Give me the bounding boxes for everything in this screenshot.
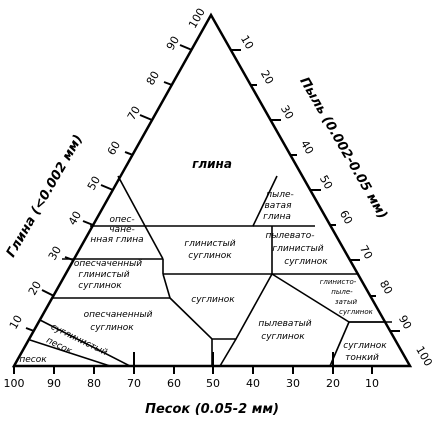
bottom-tick-50: 50 xyxy=(206,377,220,390)
zone-silty-clay-line1: пыле- xyxy=(266,190,294,200)
bottom-tick-70: 70 xyxy=(127,377,141,390)
right-tick-80: 80 xyxy=(377,278,395,297)
bottom-tick-90: 90 xyxy=(47,377,61,390)
right-tick-90: 90 xyxy=(396,313,414,332)
left-tick-80: 80 xyxy=(144,69,162,88)
bottom-tick-80: 80 xyxy=(87,377,101,390)
left-tick-20: 20 xyxy=(26,279,44,298)
right-tick-50: 50 xyxy=(317,173,335,192)
zone-silty-clayey-loam-line3: затый xyxy=(335,298,358,306)
zone-silty-clay-line3: глина xyxy=(263,212,291,222)
zone-silt-loam-line1: пылеватый xyxy=(258,319,311,329)
left-tick-40: 40 xyxy=(66,209,84,228)
right-tick-70: 70 xyxy=(357,243,375,262)
right-tick-100: 100 xyxy=(413,344,435,369)
bottom-axis-ticks xyxy=(13,352,373,374)
zone-sandy-clay-loam-line1: опесчаченный xyxy=(74,259,142,269)
zone-sandy-loam-line2: суглинок xyxy=(90,323,134,333)
left-tick-10: 10 xyxy=(7,313,25,332)
zone-clay-loam-line2: суглинок xyxy=(188,251,232,261)
zone-silt-line1: суглинок xyxy=(343,341,387,351)
bottom-tick-30: 30 xyxy=(286,377,300,390)
left-tick-60: 60 xyxy=(105,139,123,158)
bottom-tick-40: 40 xyxy=(246,377,260,390)
zone-clay-loam-line1: глинистый xyxy=(184,239,235,249)
left-tick-30: 30 xyxy=(46,244,64,263)
left-tick-70: 70 xyxy=(125,104,143,123)
left-axis-title: Глина (<0.002 мм) xyxy=(4,132,86,260)
left-tick-50: 50 xyxy=(85,174,103,193)
bottom-axis-title: Песок (0.05-2 мм) xyxy=(145,402,279,417)
zone-loam: суглинок xyxy=(191,295,235,305)
right-tick-20: 20 xyxy=(258,68,276,87)
zone-silt-line2: тонкий xyxy=(345,353,379,363)
zone-silty-clayey-loam-line1: глинисто- xyxy=(320,278,357,286)
zone-labels: глина опес- чане- нная глина пыле- ватая… xyxy=(19,157,387,365)
right-tick-labels: 10 20 30 40 50 60 70 80 90 100 xyxy=(238,33,435,369)
zone-silty-clayey-loam-line4: суглинок xyxy=(339,308,374,316)
bottom-tick-20: 20 xyxy=(326,377,340,390)
zone-sandy-clay-loam-line3: суглинок xyxy=(78,281,122,291)
bottom-tick-100: 100 xyxy=(4,377,25,390)
zone-sandy-clay-loam-line2: глинистый xyxy=(78,270,129,280)
left-tick-90: 90 xyxy=(164,34,182,53)
left-tick-labels: 10 20 30 40 50 60 70 80 90 100 xyxy=(7,6,208,332)
left-axis-ticks xyxy=(25,44,193,332)
right-tick-30: 30 xyxy=(278,103,296,122)
right-tick-40: 40 xyxy=(298,138,316,157)
right-axis-ticks xyxy=(231,49,400,332)
zone-silty-clay-loam-line2: глинистый xyxy=(272,244,323,254)
zone-sandy-clay-line2: чане- xyxy=(109,225,135,235)
zone-sand: песок xyxy=(19,355,47,365)
right-tick-10: 10 xyxy=(238,33,256,52)
zone-silt-loam-line2: суглинок xyxy=(261,332,305,342)
zone-silty-clay-loam-line3: суглинок xyxy=(284,257,328,267)
zone-sandy-loam-line1: опесчаненный xyxy=(84,310,153,320)
zone-sandy-clay-line3: нная глина xyxy=(90,235,143,245)
bottom-tick-labels: 100 90 80 70 60 50 40 30 20 10 xyxy=(4,377,380,390)
right-tick-60: 60 xyxy=(337,208,355,227)
zone-silty-clayey-loam-line2: пыле- xyxy=(331,288,353,296)
zone-silty-clay-loam-line1: пылевато- xyxy=(265,231,314,241)
bottom-tick-60: 60 xyxy=(167,377,181,390)
zone-sandy-clay-line1: опес- xyxy=(109,215,134,225)
zone-silty-clay-line2: ватая xyxy=(265,201,293,211)
bottom-tick-10: 10 xyxy=(365,377,379,390)
zone-clay: глина xyxy=(192,157,232,171)
